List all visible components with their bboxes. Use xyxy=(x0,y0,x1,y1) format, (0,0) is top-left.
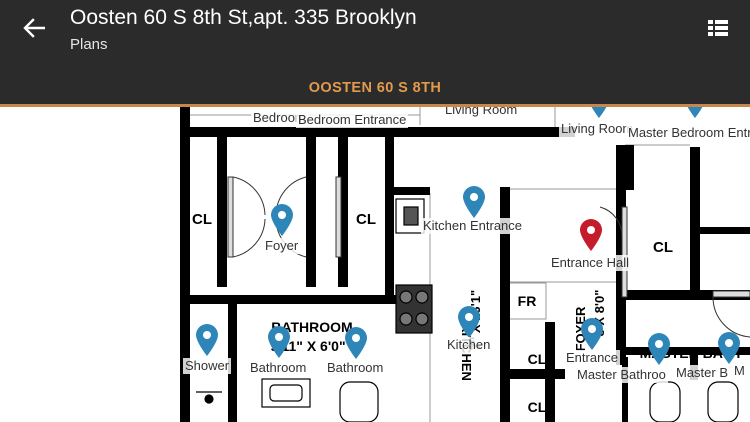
map-pin-icon xyxy=(580,219,602,251)
list-view-icon xyxy=(708,20,728,36)
label-living-room-top[interactable]: Living Room xyxy=(443,107,520,118)
room-cl-left: CL xyxy=(192,211,212,228)
arrow-left-icon xyxy=(23,18,45,38)
pin-entrance-hall[interactable] xyxy=(578,218,604,252)
pin-master-bedroom-entrance[interactable] xyxy=(682,107,708,119)
label-bedroom-entrance[interactable]: Bedroom Entrance xyxy=(296,112,409,128)
pin-entrance[interactable] xyxy=(579,317,605,351)
label-master-b[interactable]: Master B xyxy=(674,365,731,381)
page-title: Oosten 60 S 8th St,apt. 335 Brooklyn xyxy=(70,6,417,29)
tab-indicator xyxy=(0,104,750,107)
label-shower[interactable]: Shower xyxy=(183,358,232,374)
room-fr: FR xyxy=(518,293,537,309)
room-bathroom: BATHROOM xyxy=(271,319,352,335)
label-living-room[interactable]: Living Room xyxy=(559,121,636,137)
label-bedroom[interactable]: Bedroom xyxy=(251,110,308,126)
pin-kitchen[interactable] xyxy=(456,305,482,339)
room-bathroom-dim: 9'11" X 6'0" xyxy=(270,338,345,354)
label-bathroom-2[interactable]: Bathroom xyxy=(325,360,386,376)
list-view-button[interactable] xyxy=(706,16,730,40)
map-pin-icon xyxy=(345,327,367,359)
label-master-bedroom-entrance[interactable]: Master Bedroom Entra xyxy=(626,125,750,141)
header-titles: Oosten 60 S 8th St,apt. 335 Brooklyn Pla… xyxy=(70,6,417,55)
room-foyer: FOYER xyxy=(573,306,588,351)
floor-plan-viewer[interactable]: CL CL CL BATHROOM 9'11" X 6'0" FR CL CL … xyxy=(0,107,750,422)
map-pin-icon xyxy=(463,186,485,218)
pin-living-room[interactable] xyxy=(586,107,612,119)
pin-bathroom-1[interactable] xyxy=(266,325,292,359)
label-entrance-hall[interactable]: Entrance Hall xyxy=(549,255,632,271)
label-m-cut[interactable]: M xyxy=(732,363,747,379)
label-bathroom-1[interactable]: Bathroom xyxy=(248,360,309,376)
map-pin-icon xyxy=(648,333,670,365)
map-pin-icon xyxy=(581,318,603,350)
pin-master-bathroom[interactable] xyxy=(646,332,672,366)
pin-kitchen-entrance[interactable] xyxy=(461,185,487,219)
map-pin-icon xyxy=(268,326,290,358)
label-kitchen[interactable]: Kitchen xyxy=(445,337,493,353)
map-pin-icon xyxy=(458,306,480,338)
room-cl-right: CL xyxy=(653,239,673,256)
room-cl-low2: CL xyxy=(528,399,547,415)
map-pin-icon xyxy=(687,107,703,118)
tab-plan-oosten[interactable]: OOSTEN 60 S 8TH xyxy=(308,79,442,96)
pin-foyer[interactable] xyxy=(269,203,295,237)
pin-shower[interactable] xyxy=(194,323,220,357)
pin-bathroom-2[interactable] xyxy=(343,326,369,360)
pin-master-b[interactable] xyxy=(716,331,742,365)
room-cl-low1: CL xyxy=(528,351,547,367)
label-entrance[interactable]: Entrance xyxy=(564,350,621,366)
map-pin-icon xyxy=(591,107,607,118)
label-master-bathroom[interactable]: Master Bathroo xyxy=(575,367,668,383)
room-cl-mid: CL xyxy=(356,211,376,228)
back-button[interactable] xyxy=(14,12,54,44)
page-subtitle: Plans xyxy=(70,36,108,53)
tab-bar: OOSTEN 60 S 8TH xyxy=(0,68,750,107)
app-bar: Oosten 60 S 8th St,apt. 335 Brooklyn Pla… xyxy=(0,0,750,68)
map-pin-icon xyxy=(196,324,218,356)
label-kitchen-entrance[interactable]: Kitchen Entrance xyxy=(421,218,525,234)
label-foyer[interactable]: Foyer xyxy=(263,238,301,254)
map-pin-icon xyxy=(271,204,293,236)
map-pin-icon xyxy=(718,332,740,364)
